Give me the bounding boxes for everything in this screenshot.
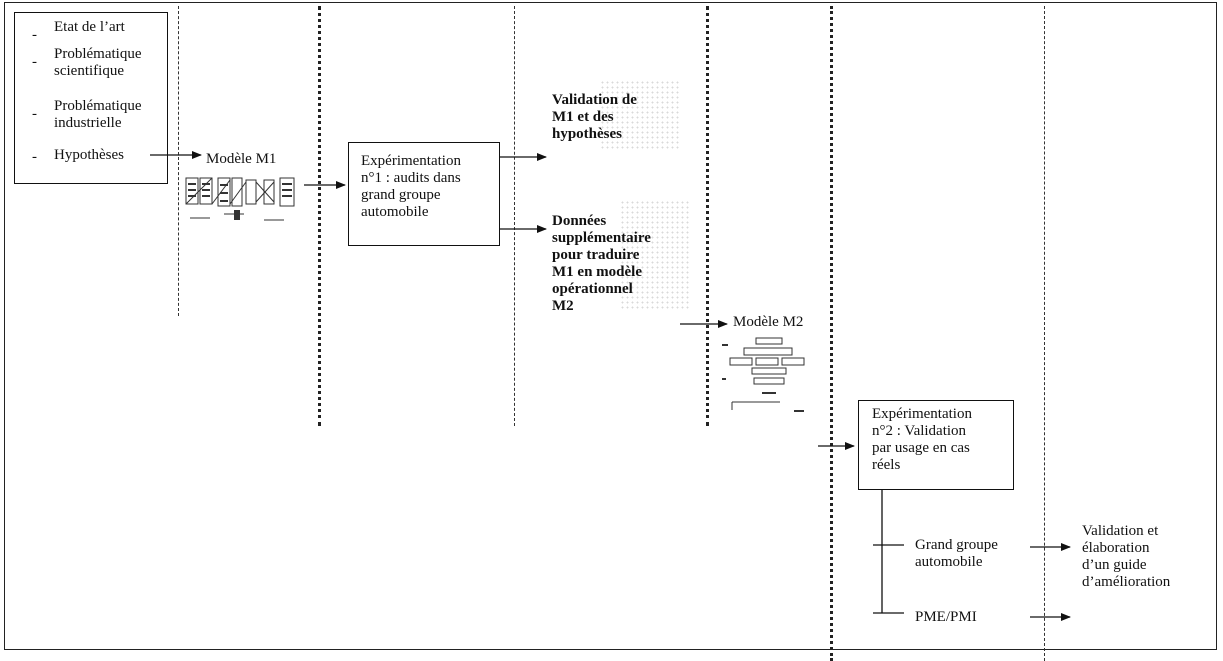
context-item-hypotheses: Hypothèses: [54, 147, 124, 163]
diagram-frame: [4, 2, 1217, 650]
model-m1-label: Modèle M1: [206, 151, 277, 167]
model-m2-label: Modèle M2: [733, 314, 804, 330]
branch-sme-label: PME/PMI: [915, 609, 977, 625]
validation-m1-label: Validation de M1 et des hypothèses: [552, 92, 637, 142]
experiment-2-box: [858, 400, 1014, 490]
context-item-scientific-problem: Problématique scientifique: [54, 46, 142, 79]
bullet-dash-2: -: [32, 54, 37, 70]
additional-data-label: Données supplémentaire pour traduire M1 …: [552, 213, 651, 314]
validation-m1-speckle: [600, 80, 680, 150]
model-m1-thumbnail: [185, 177, 295, 221]
phase-separator-2: [318, 6, 321, 426]
phase-separator-4: [706, 6, 709, 426]
model-m2-thumbnail: [722, 337, 805, 412]
experiment-1-box: [348, 142, 500, 246]
final-outcome-label: Validation et élaboration d’un guide d’a…: [1082, 523, 1171, 590]
bullet-dash-3: -: [32, 106, 37, 122]
additional-data-speckle: [620, 200, 690, 310]
bullet-dash-1: -: [32, 27, 37, 43]
experiment-2-label: Expérimentation n°2 : Validation par usa…: [872, 406, 972, 473]
phase-separator-6: [1044, 6, 1045, 661]
context-item-industrial-problem: Problématique industrielle: [54, 98, 142, 131]
experiment-1-label: Expérimentation n°1 : audits dans grand …: [361, 153, 461, 220]
phase-separator-5: [830, 6, 833, 661]
phase-separator-3: [514, 6, 515, 426]
bullet-dash-4: -: [32, 149, 37, 165]
branch-large-group-label: Grand groupe automobile: [915, 537, 998, 570]
context-box: [14, 12, 168, 184]
context-item-state-of-art: Etat de l’art: [54, 19, 125, 35]
phase-separator-1: [178, 6, 179, 316]
